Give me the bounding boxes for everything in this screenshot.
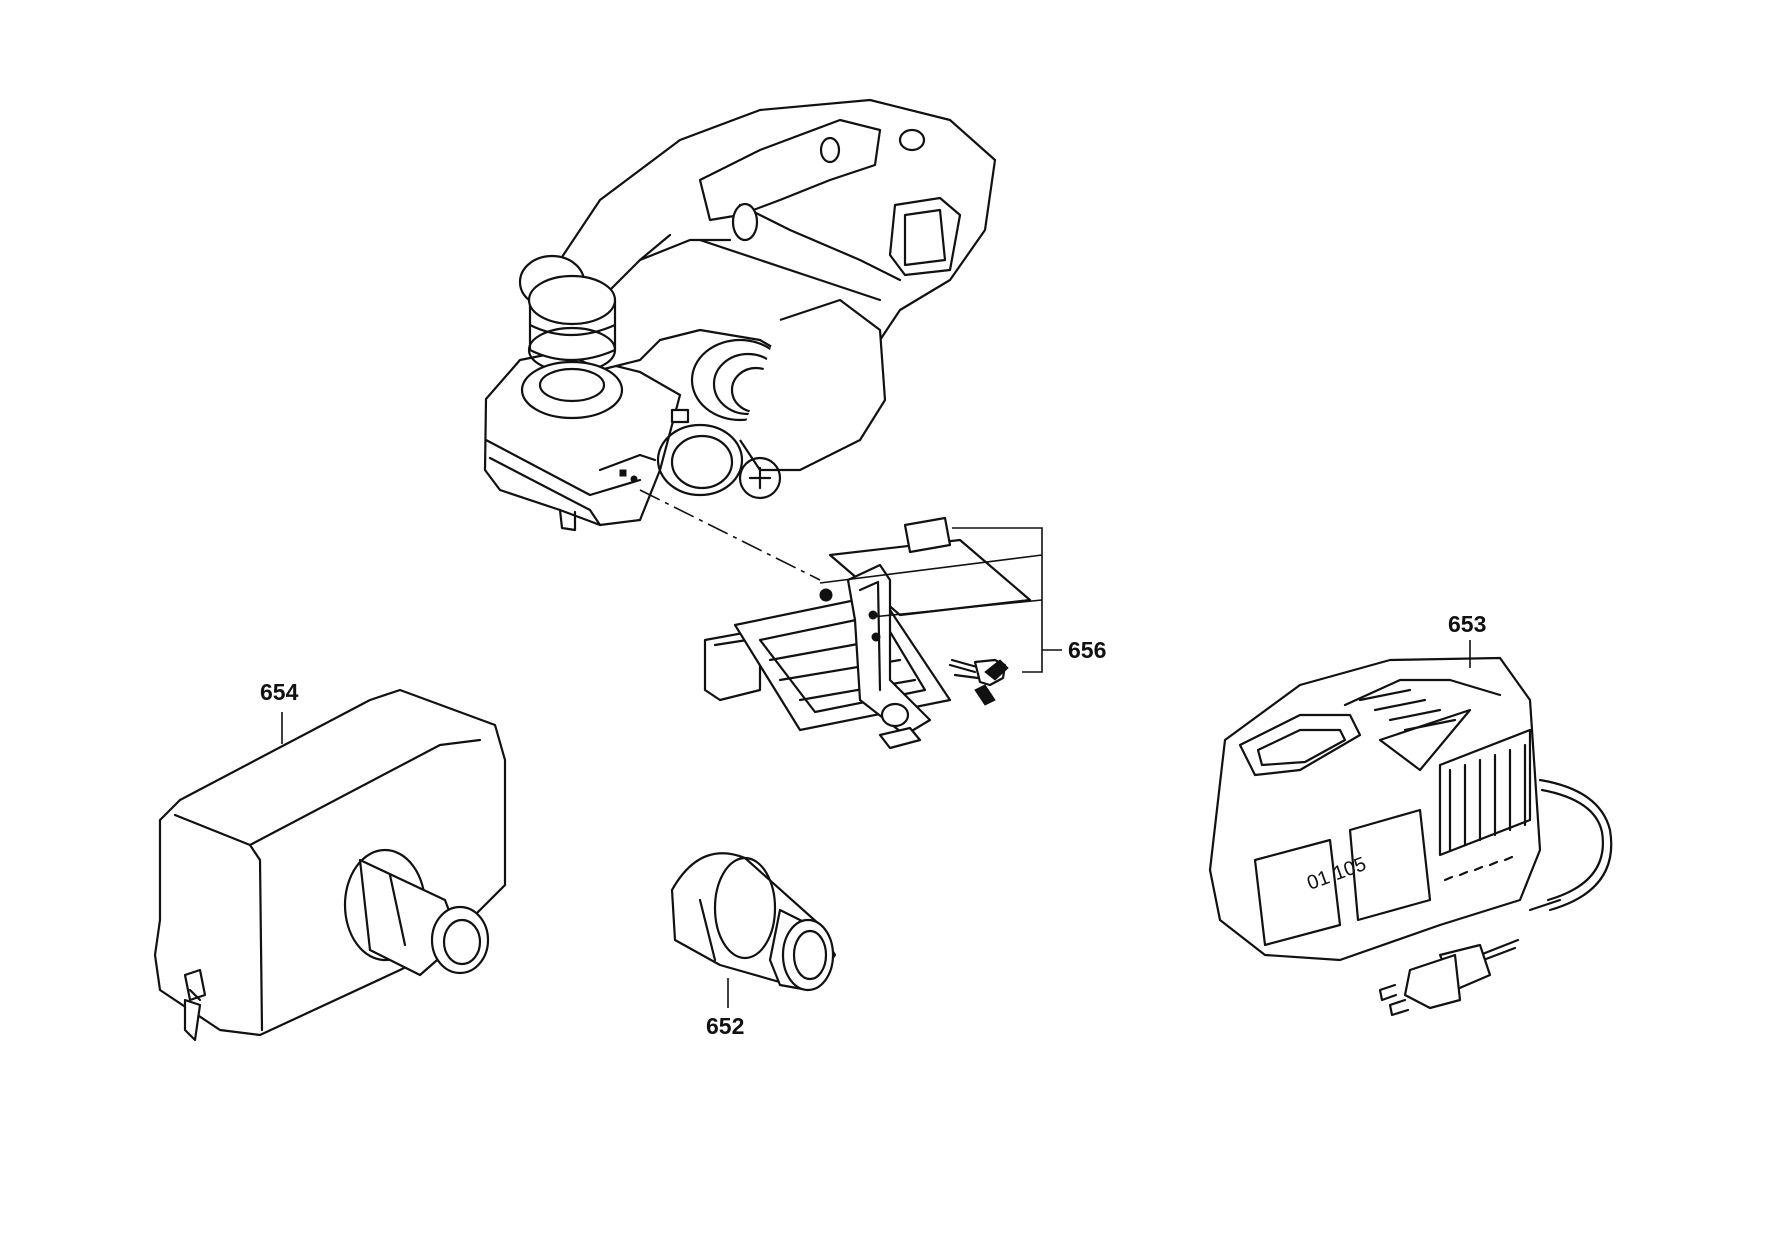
part-number-653: 653 bbox=[1448, 611, 1486, 637]
parallel-guide bbox=[703, 516, 1032, 750]
dust-bag bbox=[153, 688, 507, 1042]
planer-tool bbox=[483, 98, 997, 532]
battery-charger: 01 105 bbox=[1208, 656, 1613, 1017]
leader-656 bbox=[819, 527, 1062, 673]
alignment-line bbox=[639, 489, 821, 581]
part-number-656: 656 bbox=[1068, 637, 1106, 663]
part-number-652: 652 bbox=[706, 1013, 744, 1039]
part-number-654: 654 bbox=[260, 679, 299, 705]
dust-adapter bbox=[670, 852, 837, 992]
